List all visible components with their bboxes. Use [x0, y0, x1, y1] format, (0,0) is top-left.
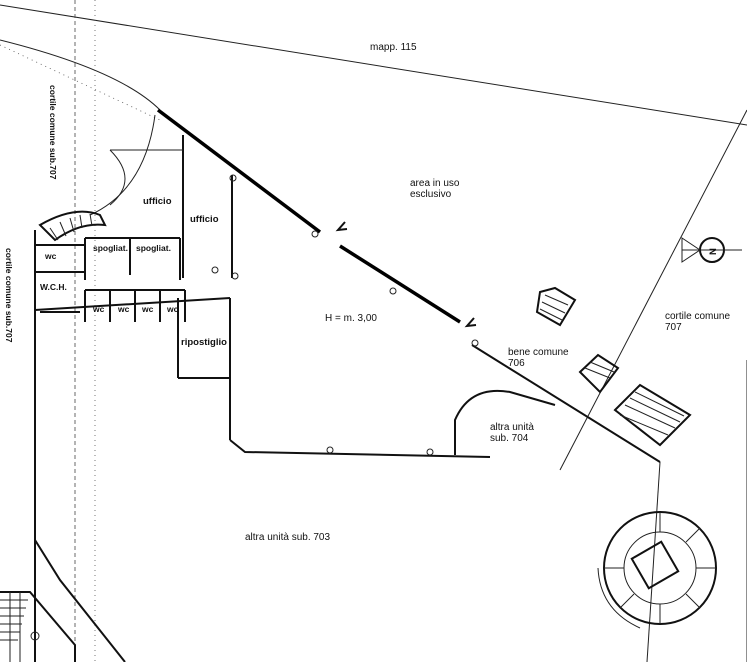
label-wc-2: wc [117, 304, 130, 314]
label-sub-704: sub. 704 [490, 433, 529, 444]
label-spogliat-1: spogliat. [93, 243, 128, 253]
plan-labels: mapp. 115 cortile comune sub.707 cortile… [4, 42, 730, 543]
label-altra-unita: altra unità [490, 422, 534, 433]
label-altra-703: altra unità sub. 703 [245, 532, 330, 543]
right-stairs [535, 286, 692, 447]
label-cortile-left: cortile comune sub.707 [4, 248, 14, 343]
detail-marks [211, 174, 479, 456]
label-esclusivo: esclusivo [410, 189, 452, 200]
label-area-uso: area in uso [410, 178, 460, 189]
label-wc-1: wc [92, 304, 105, 314]
label-bene-comune: bene comune [508, 347, 569, 358]
label-cortile-right: cortile comune [665, 311, 730, 322]
label-mapp: mapp. 115 [370, 42, 417, 53]
label-ufficio-1: ufficio [143, 196, 172, 207]
label-wc-top: wc [44, 251, 57, 261]
label-spogliat-2: spogliat. [136, 243, 171, 253]
label-wch: W.C.H. [40, 282, 67, 292]
label-north: N [708, 248, 719, 255]
bottom-left-stair [0, 591, 76, 662]
internal-walls [35, 114, 233, 322]
label-cortile-right-num: 707 [665, 322, 682, 333]
label-height: H = m. 3,00 [325, 313, 377, 324]
building-outline [34, 108, 661, 662]
label-wc-4: wc [166, 304, 179, 314]
right-spiral-stair [597, 511, 717, 629]
left-spiral-stair [38, 210, 107, 242]
label-ufficio-2: ufficio [190, 214, 219, 225]
label-wc-3: wc [141, 304, 154, 314]
label-cortile-left-top: cortile comune sub.707 [48, 85, 58, 180]
label-bene-num: 706 [508, 358, 525, 369]
north-arrow-icon [681, 237, 742, 263]
label-ripostiglio: ripostiglio [181, 337, 227, 348]
